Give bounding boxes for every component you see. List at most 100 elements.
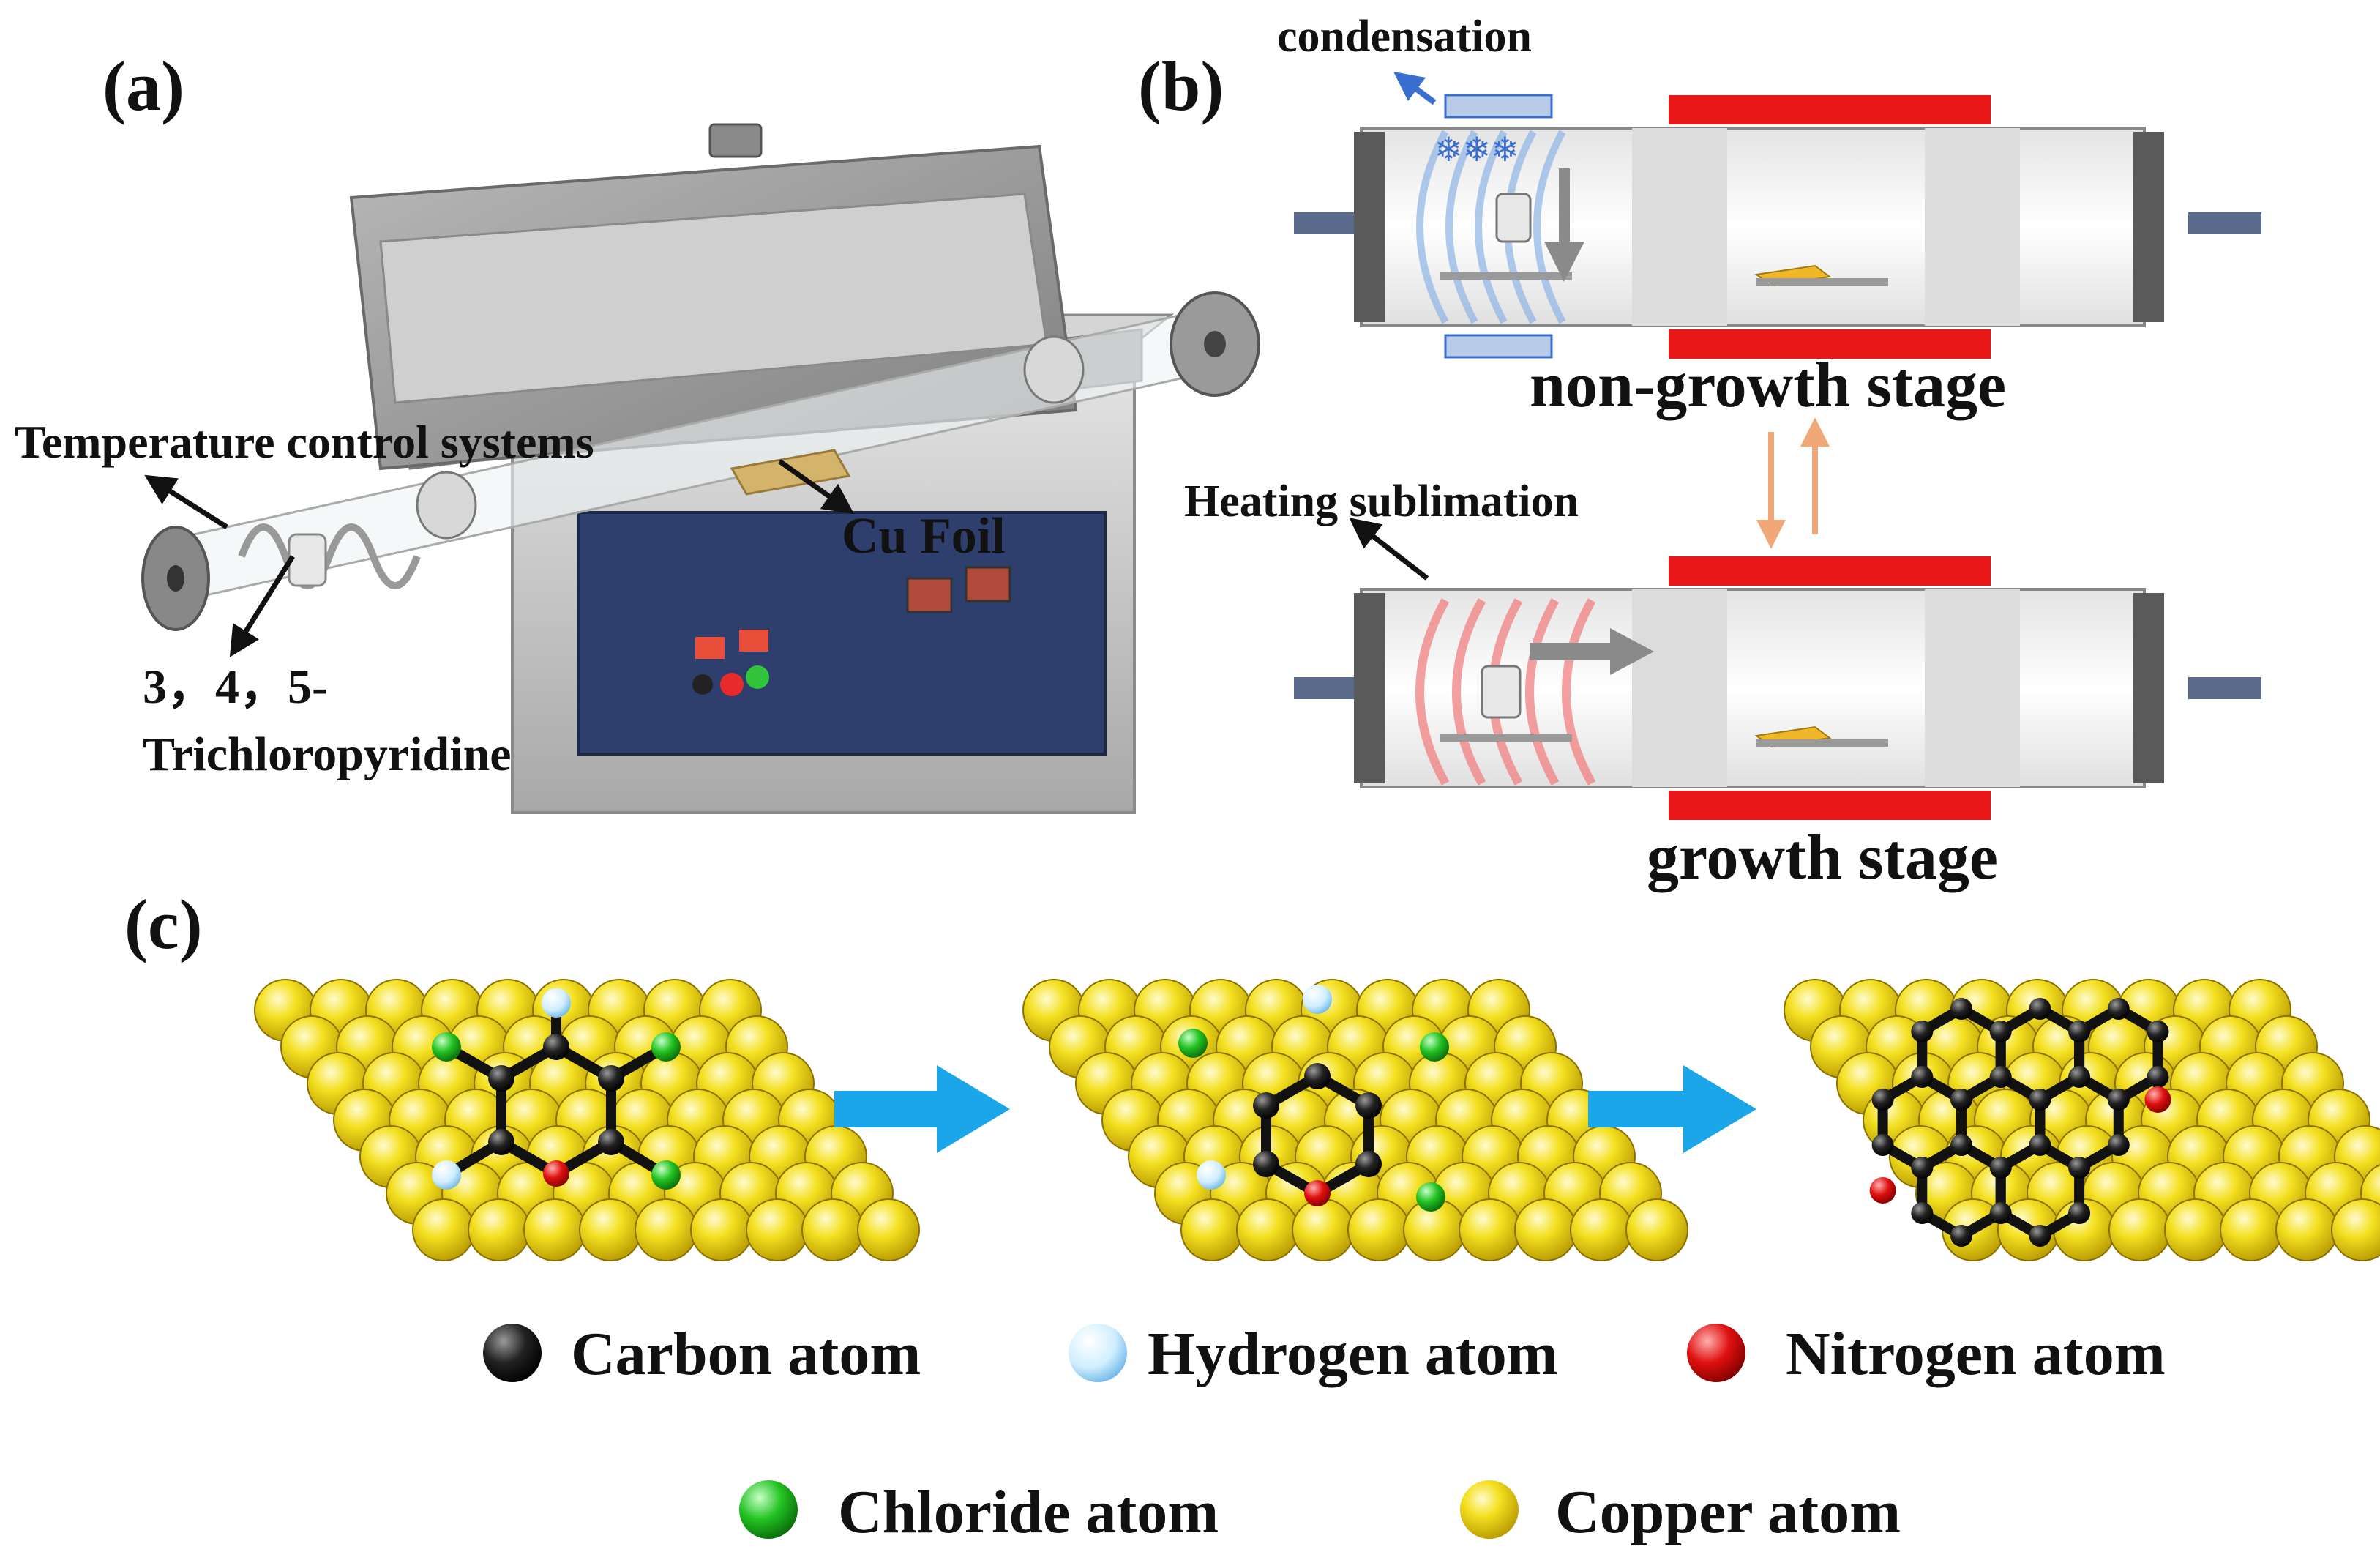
copper-atom	[2331, 1198, 2380, 1261]
copper-atom	[468, 1198, 531, 1261]
carbon-atom	[1989, 1021, 2012, 1042]
condenser-bottom	[1444, 334, 1553, 359]
snowflake-icons: ❄❄❄	[1434, 131, 1519, 168]
copper-atom	[1347, 1198, 1410, 1261]
copper-lattice-1	[254, 979, 920, 1261]
carbon-atom	[2029, 998, 2051, 1020]
legend-nitrogen: Nitrogen atom	[1687, 1320, 2166, 1388]
condensation-label: condensation	[1277, 12, 1532, 61]
non-growth-stage-label: non-growth stage	[1530, 350, 2006, 421]
carbon-atom	[1871, 1089, 1894, 1111]
copper-atom	[690, 1198, 753, 1261]
chloride-atom	[432, 1032, 461, 1062]
carbon-atom	[1950, 1089, 1972, 1111]
hydrogen-atom-icon	[1069, 1324, 1127, 1382]
carbon-atom	[1950, 1225, 1972, 1247]
heater-top	[1669, 95, 1991, 124]
heating-arrow	[1349, 518, 1429, 581]
copper-atom	[1514, 1198, 1577, 1261]
panel-c-label: (c)	[124, 885, 203, 963]
cu-foil-label: Cu Foil	[842, 508, 1006, 564]
copper-atom	[523, 1198, 586, 1261]
step-arrow-1	[834, 1065, 1010, 1153]
carbon-atom	[2029, 1089, 2051, 1111]
chloride-atom	[1420, 1032, 1449, 1062]
chloride-atom-icon	[739, 1480, 798, 1539]
condenser-top	[1444, 94, 1553, 119]
hydrogen-atom	[1303, 985, 1332, 1014]
step-arrow-2	[1588, 1065, 1756, 1153]
carbon-atom	[1989, 1157, 2012, 1179]
heating-sublimation-label: Heating sublimation	[1184, 477, 1579, 526]
carbon-atom	[1950, 1134, 1972, 1156]
atom-legend: Carbon atom Hydrogen atom Nitrogen atom …	[483, 1320, 2166, 1546]
copper-atom	[801, 1198, 864, 1261]
carbon-atom	[2029, 1225, 2051, 1247]
precursor-arrow	[229, 555, 295, 657]
carbon-atom	[2029, 1134, 2051, 1156]
legend-chloride: Chloride atom	[739, 1478, 1219, 1546]
carbon-atom	[2147, 1066, 2169, 1088]
copper-atom	[2220, 1198, 2283, 1261]
carbon-atom	[2107, 1089, 2130, 1111]
carbon-atom	[1871, 1134, 1894, 1156]
copper-atom	[635, 1198, 697, 1261]
carbon-atom	[1355, 1151, 1382, 1177]
svg-text:Carbon atom: Carbon atom	[571, 1320, 921, 1388]
nitrogen-atom-icon	[1687, 1324, 1745, 1382]
copper-atom	[1180, 1198, 1243, 1261]
carbon-atom	[1253, 1092, 1279, 1119]
precursor-label-line2: Trichloropyridine	[143, 728, 512, 781]
legend-carbon: Carbon atom	[483, 1320, 921, 1388]
panel-c: (c) Carbon atom Hydrogen atom Nitrogen a…	[124, 885, 2380, 1546]
copper-atom	[2108, 1198, 2171, 1261]
carbon-atom	[2068, 1202, 2091, 1224]
hydrogen-atom	[432, 1160, 461, 1190]
carbon-atom	[2107, 998, 2130, 1020]
copper-atom	[1459, 1198, 1522, 1261]
nitrogen-atom	[2144, 1086, 2171, 1113]
nitrogen-atom	[543, 1160, 569, 1187]
copper-lattice-2	[1022, 979, 1688, 1261]
copper-atom	[579, 1198, 642, 1261]
carbon-atom	[1911, 1157, 1934, 1179]
growth-tube	[1294, 556, 2261, 820]
precursor-label-line1: 3，4，5-	[143, 660, 328, 714]
carbon-atom	[543, 1034, 569, 1060]
svg-text:Copper atom: Copper atom	[1555, 1478, 1901, 1546]
copper-atom	[746, 1198, 809, 1261]
svg-text:Nitrogen atom: Nitrogen atom	[1786, 1320, 2166, 1388]
heater-bottom-growth	[1669, 791, 1991, 820]
carbon-atom	[1911, 1066, 1934, 1088]
control-panel	[577, 511, 1107, 756]
svg-text:Chloride atom: Chloride atom	[838, 1478, 1219, 1546]
copper-atom	[2164, 1198, 2227, 1261]
hydrogen-atom	[1197, 1160, 1226, 1190]
carbon-atom	[1304, 1063, 1331, 1089]
carbon-atom	[598, 1065, 624, 1092]
copper-atom	[1625, 1198, 1688, 1261]
nitrogen-atom	[1869, 1177, 1896, 1204]
hydrogen-atom	[542, 988, 571, 1018]
copper-atom	[1292, 1198, 1355, 1261]
carbon-atom	[2147, 1021, 2169, 1042]
copper-atom	[1236, 1198, 1299, 1261]
carbon-atom	[2068, 1021, 2091, 1042]
temperature-control-arrow	[144, 474, 228, 529]
carbon-atom	[1989, 1066, 2012, 1088]
carbon-atom	[488, 1065, 514, 1092]
carbon-atom	[2068, 1157, 2091, 1179]
pyridine-ring-molecule	[1178, 985, 1449, 1212]
carbon-atom	[1989, 1202, 2012, 1224]
carbon-atom	[1355, 1092, 1382, 1119]
carbon-atom	[1253, 1151, 1279, 1177]
cu-foil-arrow	[777, 459, 855, 515]
nitrogen-atom	[1304, 1180, 1331, 1206]
carbon-atom	[2107, 1134, 2130, 1156]
panel-b-label: (b)	[1138, 47, 1224, 125]
copper-atom	[2275, 1198, 2338, 1261]
panel-a: (a)	[15, 47, 1260, 814]
carbon-atom	[488, 1129, 514, 1155]
copper-atom	[857, 1198, 920, 1261]
